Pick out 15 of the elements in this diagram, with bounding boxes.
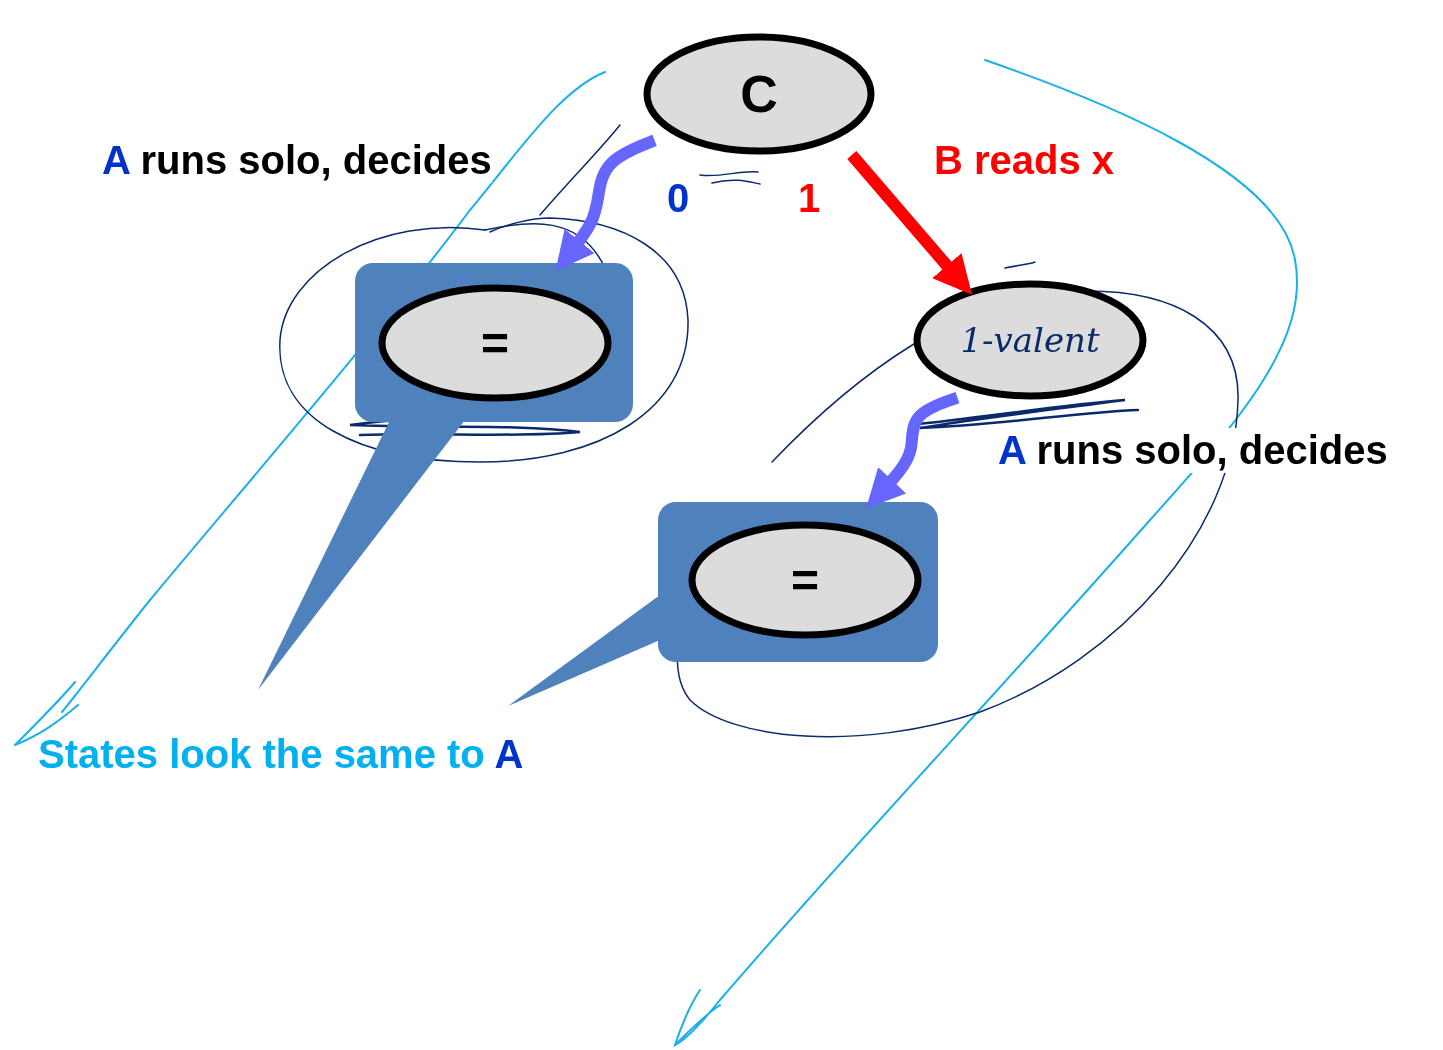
state-label: C [740, 64, 778, 124]
caption-text: States look the same to A [38, 732, 524, 777]
state-ellipse [643, 33, 875, 155]
edge-label: A runs solo, decides [998, 428, 1388, 473]
branch-label: 1 [798, 176, 821, 221]
handwritten-note: 1-valent [960, 320, 1100, 360]
state-label: = [481, 315, 509, 371]
state-ellipse [688, 521, 922, 639]
arrow [555, 134, 657, 271]
branch-label: 0 [667, 176, 690, 221]
arrow [847, 151, 972, 295]
state-ellipse [913, 280, 1147, 400]
state-label: = [791, 552, 819, 608]
state-ellipse [378, 284, 612, 402]
arrow [866, 391, 960, 509]
